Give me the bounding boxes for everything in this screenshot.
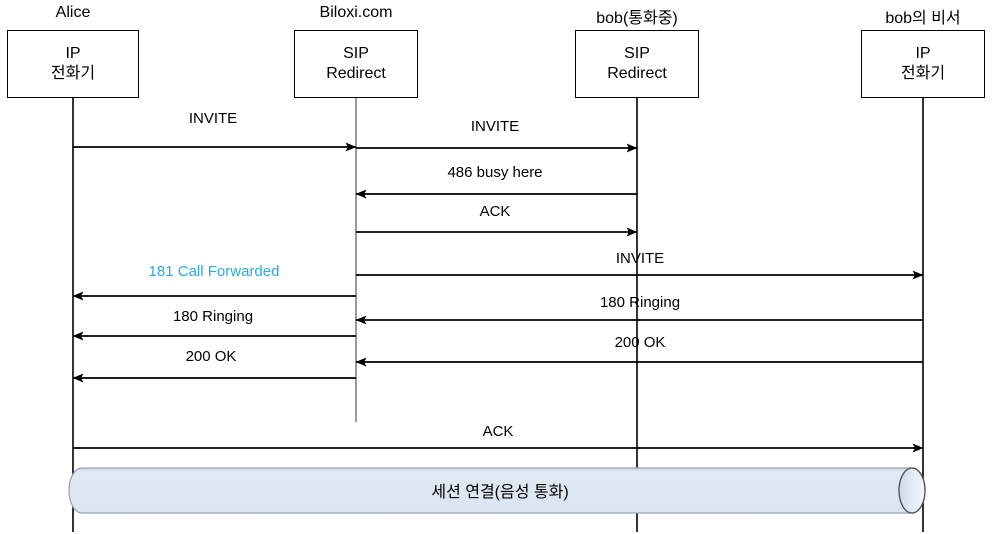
participant-title-biloxi: Biloxi.com (319, 4, 393, 21)
message-label-m7: 180 Ringing (599, 294, 681, 311)
message-label-m5: INVITE (615, 250, 665, 267)
session-cylinder-group (68, 467, 926, 514)
participant-box-line1: IP (65, 45, 81, 63)
participant-box-line1: SIP (343, 45, 369, 63)
participant-title-bobsec: bob의 비서 (885, 10, 961, 27)
message-label-m4: ACK (479, 203, 511, 220)
message-label-m9: 200 OK (614, 334, 666, 351)
participant-title-bobbusy: bob(통화중) (596, 10, 678, 27)
session-bar-label: 세션 연결(음성 통화) (431, 484, 569, 501)
message-arrows-group (72, 142, 924, 453)
participant-box-line1: IP (915, 45, 931, 63)
participant-box-biloxi[interactable]: SIP Redirect (294, 30, 418, 98)
message-label-m10: 200 OK (185, 348, 237, 365)
participant-box-bobsec[interactable]: IP 전화기 (861, 30, 985, 98)
lifelines-group (72, 98, 924, 532)
participant-box-line2: Redirect (326, 65, 386, 82)
message-label-m11: ACK (482, 423, 514, 440)
message-label-m6: 181 Call Forwarded (148, 263, 280, 280)
message-label-m2: INVITE (470, 118, 520, 135)
participant-box-bobbusy[interactable]: SIP Redirect (575, 30, 699, 98)
session-cylinder-cap (898, 467, 926, 514)
participant-box-line2: Redirect (607, 65, 667, 82)
message-label-m3: 486 busy here (447, 164, 543, 181)
participant-box-line2: 전화기 (900, 65, 946, 82)
participant-box-line2: 전화기 (50, 65, 96, 82)
message-label-m1: INVITE (188, 110, 238, 127)
participant-box-alice[interactable]: IP 전화기 (7, 30, 139, 98)
participant-title-alice: Alice (55, 4, 91, 21)
message-label-m8: 180 Ringing (172, 308, 254, 325)
participant-box-line1: SIP (624, 45, 650, 63)
